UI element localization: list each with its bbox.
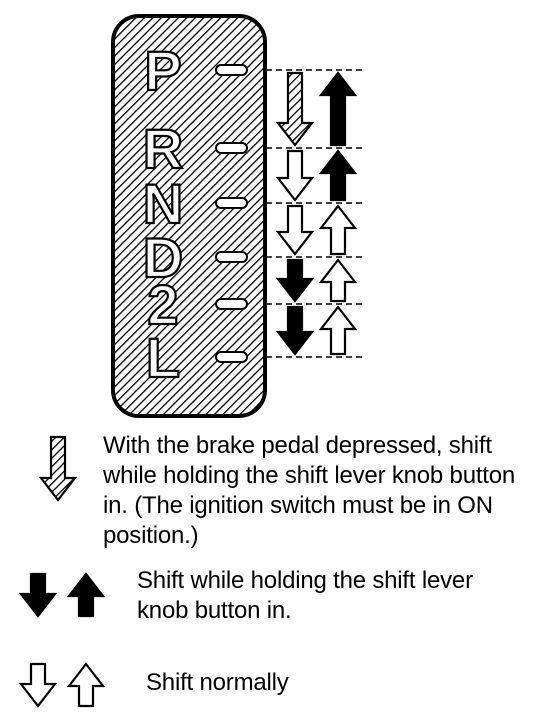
legend-button-shift-text: Shift while holding the shift lever knob…	[137, 567, 473, 624]
outline-arrow-icon	[275, 149, 315, 202]
gear-notch	[215, 64, 248, 76]
outline-arrow-icon	[18, 662, 58, 708]
gear-letter-d: D	[143, 226, 183, 289]
gear-notch	[215, 251, 248, 263]
solid-arrow-icon	[275, 305, 315, 356]
solid-arrow-icon	[18, 572, 58, 618]
gear-letter-l: L	[146, 326, 180, 389]
gear-letter-r: R	[143, 117, 183, 180]
outline-arrow-icon	[66, 662, 106, 708]
solid-arrow-icon	[318, 149, 358, 202]
solid-arrow-icon	[318, 71, 358, 147]
hatched-arrow-icon	[38, 435, 78, 502]
solid-arrow-icon	[275, 258, 315, 303]
legend-brake-shift-text: With the brake pedal depressed, shift wh…	[103, 432, 516, 549]
gear-notch	[215, 197, 248, 209]
shift-gate-plate	[111, 14, 267, 418]
gear-letter-n: N	[143, 172, 183, 235]
outline-arrow-icon	[318, 204, 358, 256]
gear-notch	[215, 142, 248, 154]
outline-arrow-icon	[318, 258, 358, 303]
outline-arrow-icon	[275, 204, 315, 256]
hatched-arrow-icon	[275, 71, 315, 147]
gear-letter-p: P	[144, 39, 181, 102]
legend-normal-shift-text: Shift normally	[146, 669, 289, 696]
outline-arrow-icon	[318, 305, 358, 356]
gear-notch	[215, 298, 248, 310]
gear-letter-2: 2	[147, 273, 178, 336]
gear-notch	[215, 351, 248, 363]
solid-arrow-icon	[66, 572, 106, 618]
